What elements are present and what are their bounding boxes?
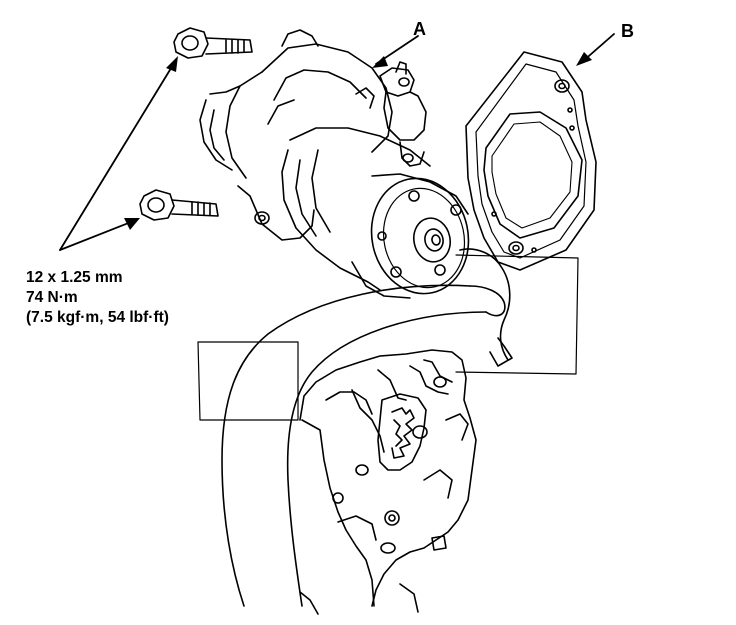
torque-nm-text: 74 N·m	[26, 289, 78, 306]
callout-b-label: B	[621, 21, 634, 41]
torque-alt-text: (7.5 kgf·m, 54 lbf·ft)	[26, 309, 169, 326]
leader-lines	[59, 33, 615, 251]
engine-block	[197, 254, 579, 615]
lower-bolt	[139, 189, 219, 221]
curved-pipe	[221, 248, 513, 607]
arrowheads	[124, 52, 592, 230]
fastener-spec: 12 x 1.25 mm 74 N·m (7.5 kgf·m, 54 lbf·f…	[26, 268, 169, 328]
gasket-plate	[465, 51, 597, 271]
upper-bolt	[173, 27, 253, 59]
callout-a-label: A	[413, 19, 426, 39]
bolt-size-text: 12 x 1.25 mm	[26, 269, 123, 286]
starter-motor	[199, 29, 470, 299]
